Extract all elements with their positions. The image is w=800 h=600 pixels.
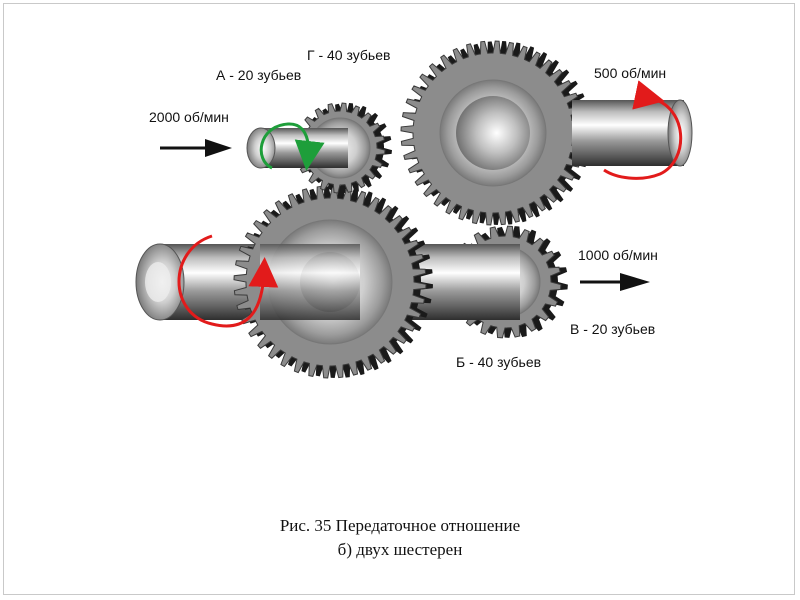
gear-g-label: Г - 40 зубьев: [307, 47, 390, 63]
rotation-arrow-top-right: [603, 80, 683, 180]
rotation-arrow-main-shaft: [177, 234, 279, 328]
gear-a-label: А - 20 зубьев: [216, 67, 301, 83]
gear-b-label: Б - 40 зубьев: [456, 354, 541, 370]
gear-v-label: В - 20 зубьев: [570, 321, 655, 337]
input-flow-arrow: [160, 139, 232, 157]
top-right-speed-label: 500 об/мин: [594, 65, 666, 81]
image-frame: [3, 3, 795, 595]
caption-line-1: Рис. 35 Передаточное отношение: [279, 516, 521, 535]
gear-g: [400, 40, 592, 226]
output-flow-arrow: [580, 273, 650, 291]
input-speed-label: 2000 об/мин: [149, 109, 229, 125]
rotation-arrow-input-shaft: [259, 122, 325, 171]
top-right-shaft: [572, 99, 693, 167]
mid-right-speed-label: 1000 об/мин: [578, 247, 658, 263]
main-shaft-segment: [260, 244, 360, 320]
caption-line-2: б) двух шестерен: [337, 540, 463, 559]
